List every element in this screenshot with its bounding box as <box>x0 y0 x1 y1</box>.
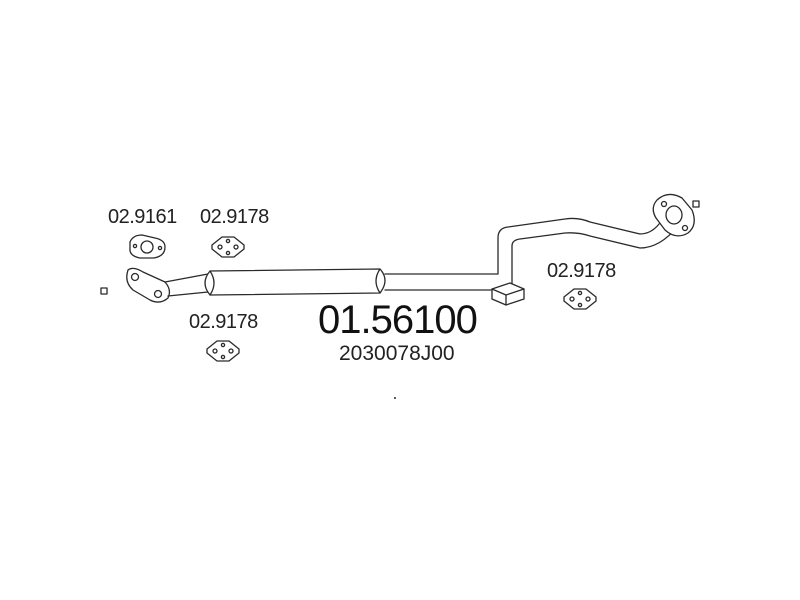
rubber-mount-icon <box>563 288 597 310</box>
gasket-icon <box>129 234 166 259</box>
accessory-label-mount-top: 02.9178 <box>200 206 269 228</box>
accessory-label-mount-bottom: 02.9178 <box>189 311 258 333</box>
front-pipe <box>164 273 209 297</box>
front-flange <box>126 267 171 303</box>
accessory-label-gasket: 02.9161 <box>108 206 177 228</box>
hanger-bracket <box>491 282 525 306</box>
rear-pipe <box>384 214 679 291</box>
silencer <box>204 268 386 296</box>
main-part-number: 01.56100 <box>318 298 478 342</box>
accessory-label-mount-right: 02.9178 <box>547 260 616 282</box>
corner-marker-left <box>100 287 108 295</box>
rear-flange <box>652 193 695 237</box>
rubber-mount-icon <box>206 340 240 362</box>
corner-marker-right <box>692 200 700 208</box>
oem-part-number: 2030078J00 <box>339 342 455 365</box>
center-dot <box>394 397 396 399</box>
rubber-mount-icon <box>211 236 245 258</box>
